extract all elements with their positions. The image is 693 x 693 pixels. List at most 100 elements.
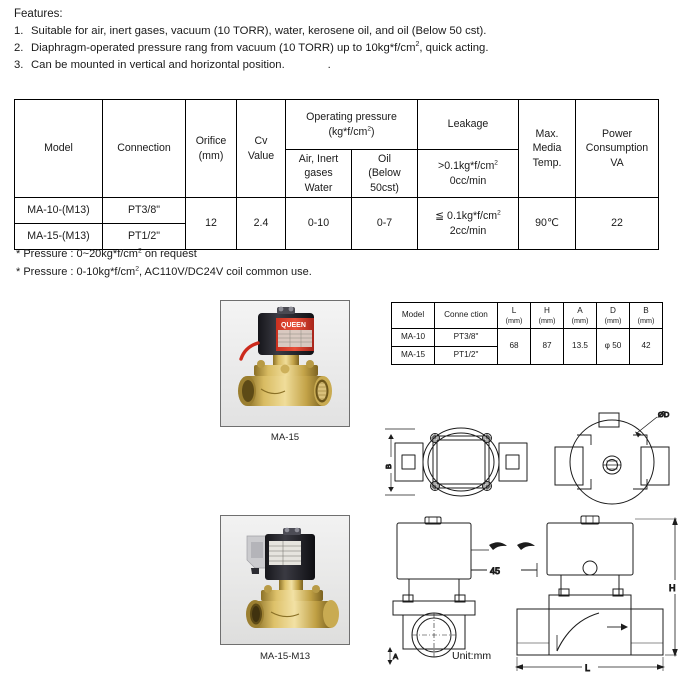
- drawing-side-section: H L: [515, 515, 683, 674]
- label-dim-b: B: [385, 464, 393, 469]
- feature-number: 2.: [14, 42, 24, 55]
- footnote-suffix: on request: [141, 248, 197, 260]
- dimension-row: MA-15 PT1/2": [391, 346, 663, 365]
- header-leakage-superscript: 2: [494, 159, 498, 167]
- cell-leakage: ≦ 0.1kg*f/cm2 2cc/min: [417, 197, 519, 250]
- feature-superscript: 2: [415, 41, 420, 49]
- dim-header-model: Model: [391, 302, 435, 329]
- dim-cell-a: 13.5: [563, 328, 597, 365]
- dim-cell-connection: PT1/2": [434, 346, 498, 365]
- product-photo-ma15: QUEEN: [220, 300, 350, 427]
- footnote-prefix: * Pressure : 0~20kg*f/cm: [16, 248, 138, 260]
- drawing-front-elevation: A 45: [387, 516, 538, 665]
- svg-text:QUEEN: QUEEN: [281, 322, 306, 329]
- table-subheader-row: Air, Inert gases Water Oil (Below 50cst)…: [15, 149, 659, 198]
- dim-header-h: H (mm): [530, 302, 564, 329]
- dim-header-l: L (mm): [497, 302, 531, 329]
- specification-table: Model Connection Orifice (mm) Cv Value O…: [14, 99, 659, 250]
- header-max-temp-line1: Max.: [535, 128, 559, 141]
- header-air-inert-water: Air, Inert gases Water: [285, 149, 352, 198]
- feature-number: 1.: [14, 25, 24, 37]
- header-max-media-temp: Max. Media Temp.: [518, 99, 576, 198]
- dimension-header-row: Model Conne ction L (mm) H (mm) A (mm) D…: [391, 302, 663, 329]
- dim-cell-model: MA-10: [391, 328, 435, 347]
- header-leakage-criteria: >0.1kg*f/cm2 0cc/min: [417, 149, 519, 198]
- dim-cell-d: φ 50: [596, 328, 630, 365]
- dim-header-d-unit: (mm): [604, 316, 622, 326]
- label-dim-h: H: [669, 583, 676, 593]
- header-orifice-unit: (mm): [198, 149, 224, 162]
- cell-connection: PT3/8": [102, 197, 186, 224]
- cell-max-media-temp: 90℃: [518, 197, 576, 250]
- header-operating-pressure-tail: ): [370, 125, 375, 138]
- dim-header-h-label: H: [544, 305, 550, 315]
- footnote-suffix: , AC110V/DC24V coil common use.: [139, 265, 312, 278]
- dim-header-b-unit: (mm): [637, 316, 655, 326]
- cell-orifice: 12: [185, 197, 237, 250]
- cell-connection: PT1/2": [102, 223, 186, 250]
- header-leakage-line2: 0cc/min: [449, 174, 487, 187]
- cell-leakage-superscript: 2: [497, 209, 501, 217]
- feature-item: 2. Diaphragm-operated pressure rang from…: [14, 40, 674, 57]
- header-air-line1: Air, Inert gases: [298, 153, 339, 180]
- header-orifice-label: Orifice: [195, 135, 227, 148]
- dim-cell-h: 87: [530, 328, 564, 365]
- header-oil-line2: (Below 50cst): [368, 167, 401, 194]
- photo-caption-ma15-m13: MA-15-M13: [259, 651, 311, 662]
- footnote-superscript: 2: [135, 265, 140, 273]
- dim-cell-model: MA-15: [391, 346, 435, 365]
- feature-text-tail: , quick acting.: [419, 42, 489, 55]
- header-operating-pressure-label: Operating pressure (kg*f/cm: [306, 111, 397, 138]
- product-photo-ma15-m13: [220, 515, 350, 645]
- dim-cell-l: 68: [497, 328, 531, 365]
- header-oil: Oil (Below 50cst): [351, 149, 418, 198]
- cell-leakage-line1: ≦ 0.1kg*f/cm: [435, 210, 498, 223]
- feature-text: Diaphragm-operated pressure rang from va…: [31, 40, 674, 57]
- drawing-top-view-square: B: [385, 427, 528, 497]
- header-max-temp-line3: Temp.: [532, 156, 562, 169]
- footnote-item: * Pressure : 0~20kg*f/cm2 on request: [16, 246, 312, 264]
- header-power-line1: Power: [601, 128, 633, 141]
- dim-header-b-label: B: [643, 305, 649, 315]
- features-section: Features: 1. Suitable for air, inert gas…: [14, 8, 674, 74]
- header-model: Model: [14, 99, 103, 198]
- feature-item: 1. Suitable for air, inert gases, vacuum…: [14, 23, 674, 40]
- unit-label: Unit:mm: [452, 650, 492, 662]
- cell-model: MA-10-(M13): [14, 197, 103, 224]
- dimension-row: MA-10 PT3/8" 68 87 13.5 φ 50 42: [391, 328, 663, 365]
- header-cv-unit: Value: [247, 149, 275, 162]
- footnote-item: * Pressure : 0-10kg*f/cm2, AC110V/DC24V …: [16, 264, 312, 282]
- feature-text-main: Diaphragm-operated pressure rang from va…: [31, 42, 416, 55]
- header-operating-pressure-superscript: 2: [367, 124, 371, 132]
- table-row: MA-15-(M13) PT1/2": [14, 223, 659, 250]
- dim-cell-b: 42: [629, 328, 663, 365]
- dim-header-a-unit: (mm): [571, 316, 589, 326]
- feature-text: Suitable for air, inert gases, vacuum (1…: [31, 25, 487, 37]
- header-air-line2: Water: [304, 181, 333, 194]
- feature-number: 3.: [14, 59, 24, 72]
- label-dim-l: L: [585, 663, 590, 673]
- technical-drawings: B ØD: [385, 405, 685, 680]
- feature-item: 3. Can be mounted in vertical and horizo…: [14, 57, 674, 74]
- header-max-temp-line2: Media: [532, 142, 562, 155]
- cell-model: MA-15-(M13): [14, 223, 103, 250]
- header-orifice: Orifice (mm): [185, 99, 237, 198]
- header-connection: Connection: [102, 99, 186, 198]
- label-dim-45: 45: [490, 566, 500, 576]
- feature-trailing-mark: .: [327, 59, 331, 72]
- header-leakage-line1: >0.1kg*f/cm: [438, 160, 495, 173]
- dim-header-b: B (mm): [629, 302, 663, 329]
- dim-header-h-unit: (mm): [538, 316, 556, 326]
- cell-air-water-pressure: 0-10: [285, 197, 352, 250]
- dimension-table: Model Conne ction L (mm) H (mm) A (mm) D…: [391, 302, 663, 365]
- footnotes-section: * Pressure : 0~20kg*f/cm2 on request * P…: [16, 246, 312, 282]
- footnote-prefix: * Pressure : 0-10kg*f/cm: [16, 265, 136, 278]
- dim-header-l-unit: (mm): [505, 316, 523, 326]
- header-operating-pressure: Operating pressure (kg*f/cm2): [285, 99, 418, 150]
- cell-leakage-line2: 2cc/min: [449, 224, 487, 237]
- header-power-line2: Consumption: [585, 142, 649, 155]
- label-diameter-d: ØD: [658, 410, 670, 419]
- dim-header-d: D (mm): [596, 302, 630, 329]
- dim-header-d-label: D: [610, 305, 616, 315]
- header-power-consumption: Power Consumption VA: [575, 99, 659, 198]
